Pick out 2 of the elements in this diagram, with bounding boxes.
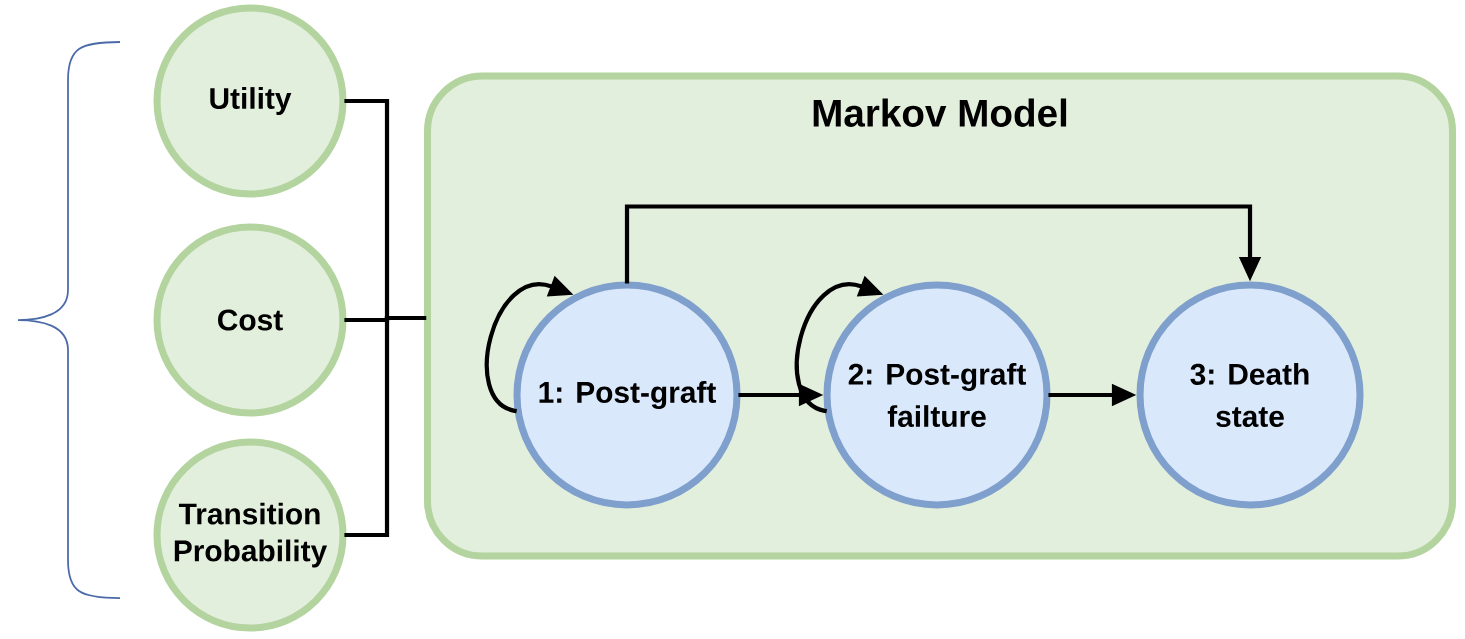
connector <box>624 204 1262 284</box>
connector <box>344 315 427 538</box>
